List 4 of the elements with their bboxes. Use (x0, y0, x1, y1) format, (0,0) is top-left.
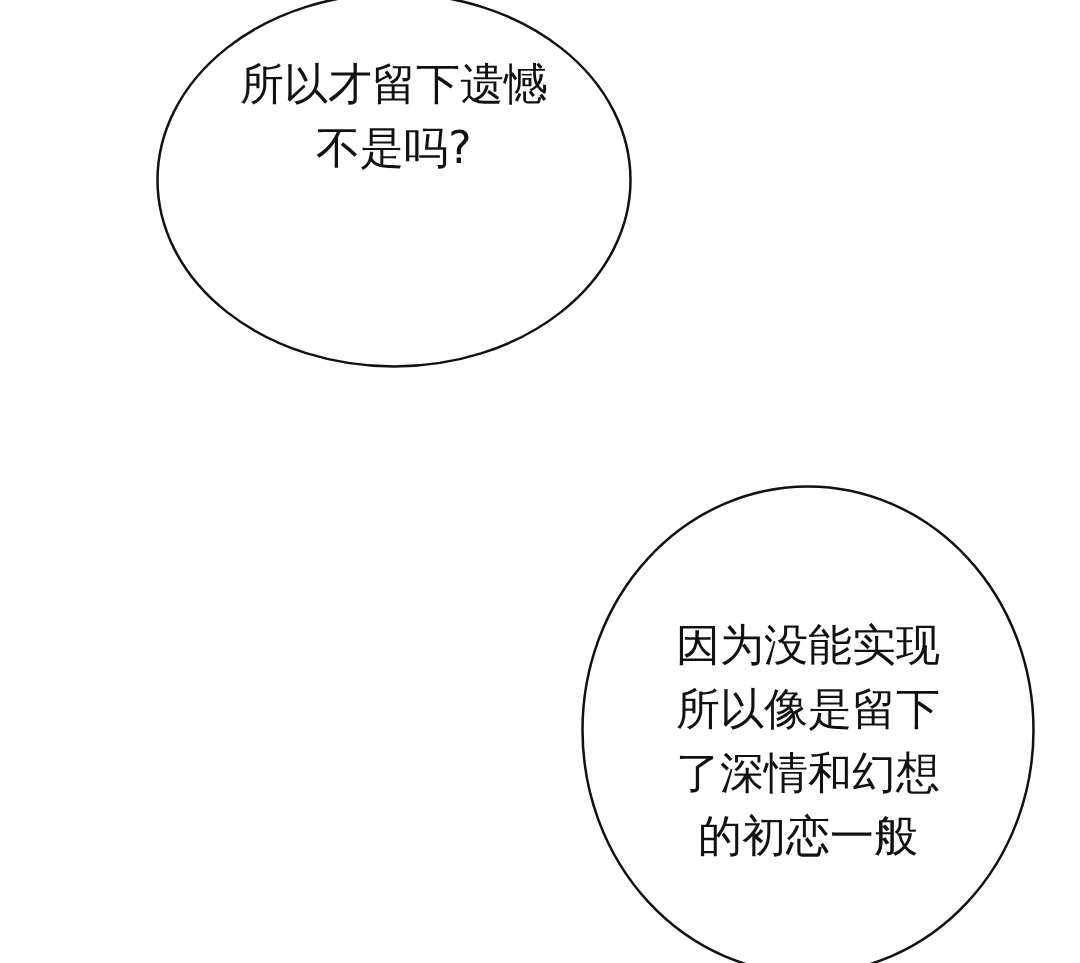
speech-bubble (581, 485, 1035, 963)
speech-bubble (156, 0, 632, 368)
speech-text: 因为没能实现所以像是留下了深情和幻想的初恋一般 (675, 618, 941, 864)
speech-text: 所以才留下遗憾不是吗? (239, 57, 549, 175)
